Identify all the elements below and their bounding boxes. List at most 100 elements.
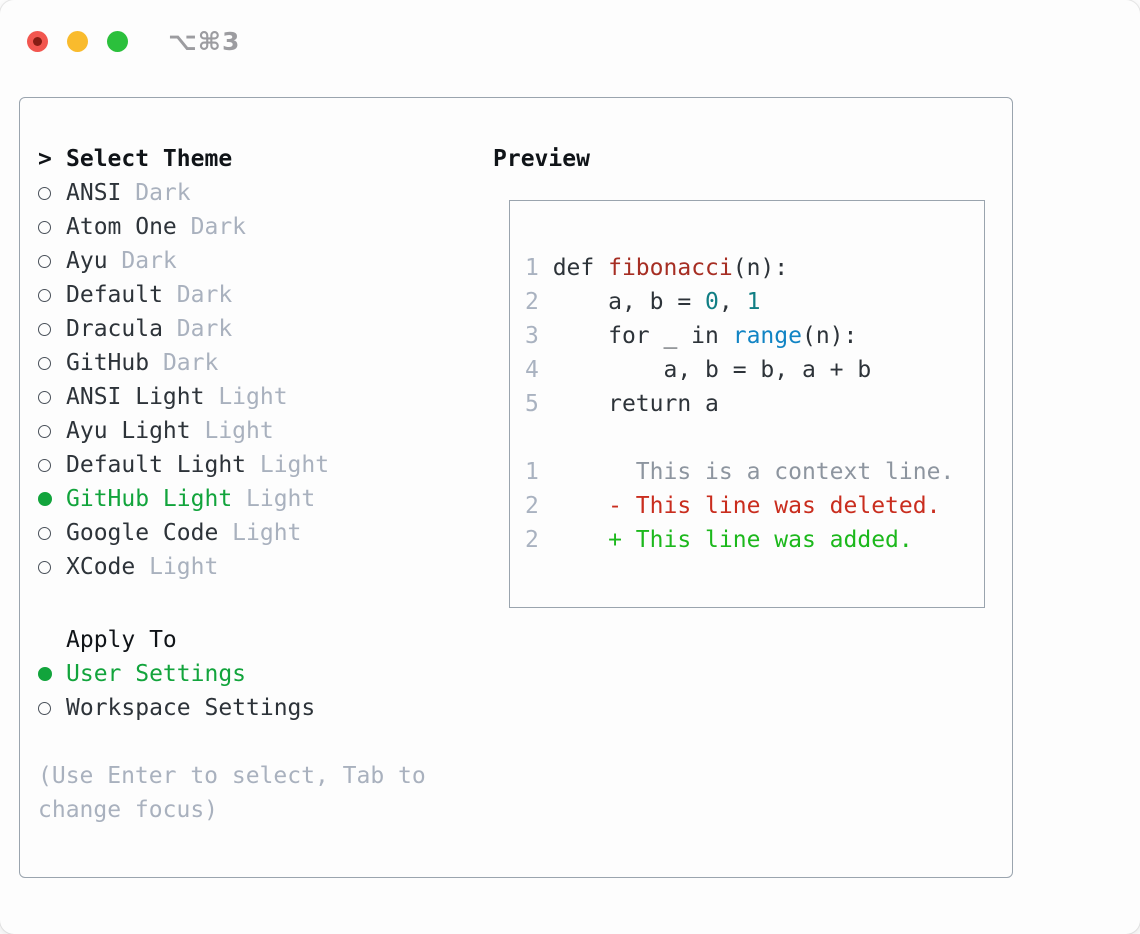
code-segment-func: fibonacci	[608, 255, 733, 281]
code-segment-num: 0	[705, 289, 719, 315]
code-segment-fg: ,	[718, 289, 747, 315]
line-number: 4	[525, 357, 539, 383]
theme-option-label: Atom One	[66, 214, 177, 240]
radio-circle-icon	[38, 492, 52, 506]
code-segment-fg: a, b = b, a + b	[538, 357, 872, 383]
close-button[interactable]	[27, 31, 48, 52]
radio-marker	[38, 424, 66, 438]
theme-option-label: XCode	[66, 554, 136, 580]
apply-to-group: Apply To User Settings Workspace Setting…	[38, 623, 493, 725]
preview-line-7: 1 This is a context line.	[525, 455, 984, 489]
theme-option-xcode[interactable]: XCode Light	[38, 550, 493, 584]
preview-heading: Preview	[493, 146, 590, 172]
preview-line-5: 5 return a	[525, 387, 984, 421]
theme-option-variant: Light	[259, 452, 330, 478]
theme-option-default[interactable]: Default Dark	[38, 278, 493, 312]
theme-option-label: Ayu	[66, 248, 108, 274]
radio-marker	[38, 390, 66, 404]
radio-marker	[38, 186, 66, 200]
theme-option-google-code[interactable]: Google Code Light	[38, 516, 493, 550]
theme-option-label: ANSI Light	[66, 384, 205, 410]
radio-marker	[38, 356, 66, 370]
window-title: ⌥⌘3	[168, 27, 241, 56]
preview-line-3: 3 for _ in range(n):	[525, 319, 984, 353]
theme-list-column: > Select Theme ANSI Dark Atom One Dark A…	[38, 142, 493, 877]
theme-option-label: GitHub Light	[66, 486, 233, 512]
code-segment-context: This is a context line.	[538, 459, 955, 485]
theme-option-variant: Light	[246, 486, 316, 512]
line-number: 1	[525, 255, 539, 281]
radio-marker	[38, 458, 66, 472]
line-number: 2	[525, 493, 539, 519]
line-number: 3	[525, 323, 539, 349]
radio-marker	[38, 667, 66, 681]
radio-circle-icon	[38, 424, 51, 438]
apply-to-heading-row: Apply To	[38, 623, 493, 657]
code-segment-deleted: - This line was deleted.	[538, 493, 941, 519]
radio-circle-icon	[38, 356, 51, 370]
preview-line-4: 4 a, b = b, a + b	[525, 353, 984, 387]
theme-option-variant: Dark	[176, 316, 233, 342]
theme-option-variant: Dark	[176, 282, 233, 308]
theme-options-list: ANSI Dark Atom One Dark Ayu Dark Default…	[38, 176, 493, 584]
code-segment-fg: for _ in	[538, 323, 733, 349]
theme-option-label: Default Light	[66, 452, 247, 478]
theme-option-ansi-light[interactable]: ANSI Light Light	[38, 380, 493, 414]
radio-circle-icon	[38, 288, 51, 302]
theme-option-variant: Light	[149, 554, 219, 580]
radio-circle-icon	[38, 701, 51, 715]
preview-column: Preview 1 def fibonacci(n):2 a, b = 0, 1…	[493, 142, 1012, 877]
preview-line-6	[525, 421, 984, 455]
theme-option-variant: Dark	[121, 248, 177, 274]
code-segment-fg: def	[538, 255, 609, 281]
code-segment-fg: return a	[538, 391, 719, 417]
theme-option-label: ANSI	[66, 180, 122, 206]
zoom-button[interactable]	[107, 31, 128, 52]
theme-option-default-light[interactable]: Default Light Light	[38, 448, 493, 482]
radio-marker	[38, 322, 66, 336]
apply-to-heading: Apply To	[66, 627, 177, 653]
line-number: 2	[525, 527, 539, 553]
radio-marker	[38, 526, 66, 540]
theme-option-github[interactable]: GitHub Dark	[38, 346, 493, 380]
code-segment-fg: a, b =	[538, 289, 706, 315]
radio-circle-icon	[38, 390, 51, 404]
minimize-button[interactable]	[67, 31, 88, 52]
radio-circle-icon	[38, 254, 51, 268]
theme-list-heading: Select Theme	[66, 146, 233, 172]
hint-text: (Use Enter to select, Tab to change focu…	[38, 763, 426, 823]
theme-option-dracula[interactable]: Dracula Dark	[38, 312, 493, 346]
apply-to-options-list: User Settings Workspace Settings	[38, 657, 493, 725]
radio-marker	[38, 492, 66, 506]
radio-marker	[38, 560, 66, 574]
radio-marker	[38, 701, 66, 715]
theme-option-label: Default	[66, 282, 163, 308]
theme-option-ayu-light[interactable]: Ayu Light Light	[38, 414, 493, 448]
radio-circle-icon	[38, 186, 51, 200]
theme-option-label: Dracula	[66, 316, 163, 342]
apply-option-label: Workspace Settings	[66, 695, 316, 721]
line-number: 2	[525, 289, 539, 315]
theme-option-variant: Dark	[190, 214, 247, 240]
theme-option-atom-one[interactable]: Atom One Dark	[38, 210, 493, 244]
theme-option-variant: Light	[204, 418, 274, 444]
theme-option-github-light[interactable]: GitHub Light Light	[38, 482, 493, 516]
theme-option-ansi[interactable]: ANSI Dark	[38, 176, 493, 210]
radio-circle-icon	[38, 458, 51, 472]
apply-option-label: User Settings	[66, 661, 247, 687]
theme-option-variant: Dark	[135, 180, 191, 206]
apply-option-user-settings[interactable]: User Settings	[38, 657, 493, 691]
radio-circle-icon	[38, 667, 52, 681]
titlebar: ⌥⌘3	[27, 27, 240, 56]
close-button-inner-dot	[33, 37, 42, 46]
apply-option-workspace-settings[interactable]: Workspace Settings	[38, 691, 493, 725]
code-segment-added: + This line was added.	[538, 527, 913, 553]
theme-picker-panel: > Select Theme ANSI Dark Atom One Dark A…	[19, 97, 1013, 878]
preview-line-8: 2 - This line was deleted.	[525, 489, 984, 523]
theme-option-ayu[interactable]: Ayu Dark	[38, 244, 493, 278]
theme-option-label: Google Code	[66, 520, 219, 546]
prompt-caret-icon: >	[38, 146, 52, 172]
code-segment-num: 1	[746, 289, 761, 315]
code-segment-kw: range	[732, 323, 802, 349]
